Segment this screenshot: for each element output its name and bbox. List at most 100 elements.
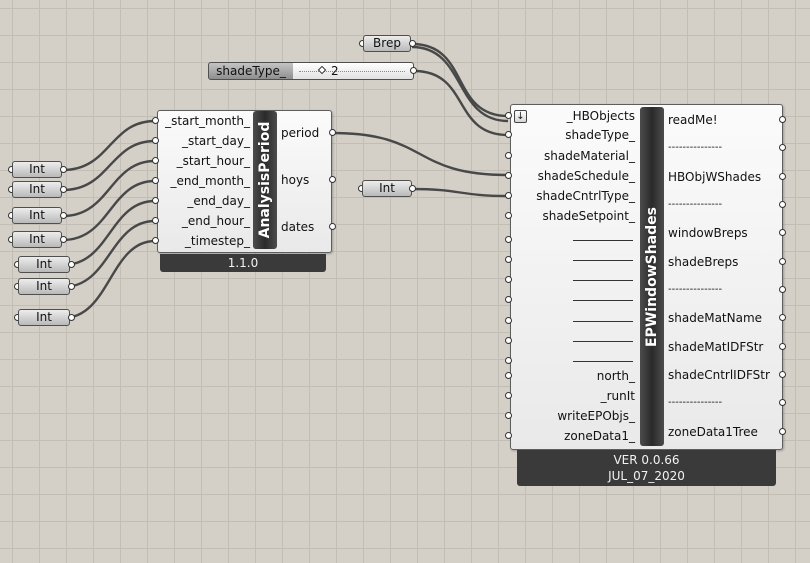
analysis-period-component[interactable] [157,110,332,253]
output-shadematidfstr[interactable]: shadeMatIDFStr [668,340,764,354]
int-output-grip[interactable] [60,212,67,219]
input-grip-start-hour[interactable] [152,157,159,164]
input-grip-north[interactable] [505,372,512,379]
input-grip-empty-5[interactable] [505,317,512,324]
int-output-grip[interactable] [60,166,67,173]
number-slider[interactable]: 2 [293,62,414,80]
wires-int-to-analysis [62,119,156,320]
slider-knob[interactable] [317,65,327,75]
input-shadesetpoint[interactable]: shadeSetpoint_ [542,209,635,223]
output-grip-shadebreps[interactable] [779,258,786,265]
input-grip-writeepobjs[interactable] [505,412,512,419]
output-grip-shadematidfstr[interactable] [779,343,786,350]
input-shadecntrltype[interactable]: shadeCntrlType_ [536,189,635,203]
int-param[interactable]: Int [12,161,62,178]
slider-output-grip[interactable] [410,67,417,74]
input-start-month[interactable]: _start_month_ [165,114,250,128]
int-output-grip[interactable] [68,314,75,321]
int-output-grip[interactable] [409,185,416,192]
int-output-grip[interactable] [60,236,67,243]
output-grip-period[interactable] [329,129,336,136]
int-param[interactable]: Int [18,278,70,295]
input-grip-empty-6[interactable] [505,337,512,344]
output-shadebreps[interactable]: shadeBreps [668,255,739,269]
input-grip-runit[interactable] [505,392,512,399]
input-placeholder-line [573,240,633,241]
input-zonedata1[interactable]: zoneData1_ [564,429,635,443]
output-grip-separator-3[interactable] [779,286,786,293]
input-grip-empty-4[interactable] [505,296,512,303]
brep-param[interactable]: Brep [363,35,411,52]
input-hbobjects[interactable]: _HBObjects [566,109,635,123]
output-grip-shadematname[interactable] [779,314,786,321]
input-grip-shadetype[interactable] [505,131,512,138]
input-start-hour[interactable]: _start_hour_ [176,154,250,168]
input-grip-empty-1[interactable] [505,236,512,243]
output-dates[interactable]: dates [281,220,315,234]
output-period[interactable]: period [281,126,320,140]
input-grip-empty-2[interactable] [505,256,512,263]
analysis-period-version: 1.1.0 [160,254,326,272]
input-end-hour[interactable]: _end_hour_ [181,214,250,228]
input-grip-zonedata1[interactable] [505,432,512,439]
wire-int-5 [62,199,156,267]
input-start-day[interactable]: _start_day_ [181,134,250,148]
input-grip-start-day[interactable] [152,137,159,144]
int-param[interactable]: Int [18,256,70,273]
ep-window-shades-title[interactable]: EPWindowShades [640,107,664,446]
int-output-grip[interactable] [60,186,67,193]
int-param[interactable]: Int [12,231,62,248]
input-grip-start-month[interactable] [152,117,159,124]
output-grip-hbobjwshades[interactable] [779,173,786,180]
download-arrow-icon[interactable]: ↓ [514,110,527,123]
analysis-period-title[interactable]: AnalysisPeriod [253,111,277,249]
output-readme[interactable]: readMe! [668,113,718,127]
input-grip-empty-7[interactable] [505,357,512,364]
input-shadeschedule[interactable]: shadeSchedule_ [537,169,635,183]
wire-int-6 [62,219,156,289]
input-grip-end-hour[interactable] [152,217,159,224]
input-writeepobjs[interactable]: writeEPObjs_ [557,409,635,423]
brep-output-grip[interactable] [409,40,416,47]
input-grip-timestep[interactable] [152,237,159,244]
input-grip-hbobjects[interactable] [505,112,512,119]
output-grip-zonedata1tree[interactable] [779,428,786,435]
slider-name[interactable]: shadeType_ [208,62,294,80]
input-grip-shadecntrltype[interactable] [505,192,512,199]
input-grip-shadematerial[interactable] [505,152,512,159]
output-hbobjwshades[interactable]: HBObjWShades [668,170,762,184]
input-shadematerial[interactable]: shadeMaterial_ [544,149,635,163]
input-north[interactable]: north_ [596,369,635,383]
output-windowbreps[interactable]: windowBreps [668,226,748,240]
output-grip-hoys[interactable] [329,176,336,183]
output-grip-separator-2[interactable] [779,201,786,208]
input-end-month[interactable]: _end_month_ [170,174,250,188]
input-placeholder-line [573,280,633,281]
input-grip-end-month[interactable] [152,177,159,184]
input-runit[interactable]: _runIt [600,389,635,403]
output-grip-windowbreps[interactable] [779,229,786,236]
int-param[interactable]: Int [12,181,62,198]
output-grip-separator-1[interactable] [779,144,786,151]
wire-int-4 [62,179,156,242]
input-end-day[interactable]: _end_day_ [187,194,250,208]
input-shadetype[interactable]: shadeType_ [565,128,635,142]
input-timestep[interactable]: _timestep_ [184,234,250,248]
int-param[interactable]: Int [12,207,62,224]
input-grip-shadeschedule[interactable] [505,172,512,179]
output-grip-dates[interactable] [329,223,336,230]
output-zonedata1tree[interactable]: zoneData1Tree [668,425,758,439]
output-shadematname[interactable]: shadeMatName [668,311,763,325]
output-hoys[interactable]: hoys [281,173,310,187]
output-grip-shadecntrlidfstr[interactable] [779,371,786,378]
int-output-grip[interactable] [68,261,75,268]
int-param-mid[interactable]: Int [362,180,412,197]
output-grip-separator-4[interactable] [779,399,786,406]
int-output-grip[interactable] [68,283,75,290]
output-grip-readme[interactable] [779,116,786,123]
input-grip-shadesetpoint[interactable] [505,212,512,219]
input-grip-end-day[interactable] [152,197,159,204]
input-grip-empty-3[interactable] [505,276,512,283]
int-param[interactable]: Int [18,309,70,326]
output-shadecntrlidfstr[interactable]: shadeCntrlIDFStr [668,368,770,382]
